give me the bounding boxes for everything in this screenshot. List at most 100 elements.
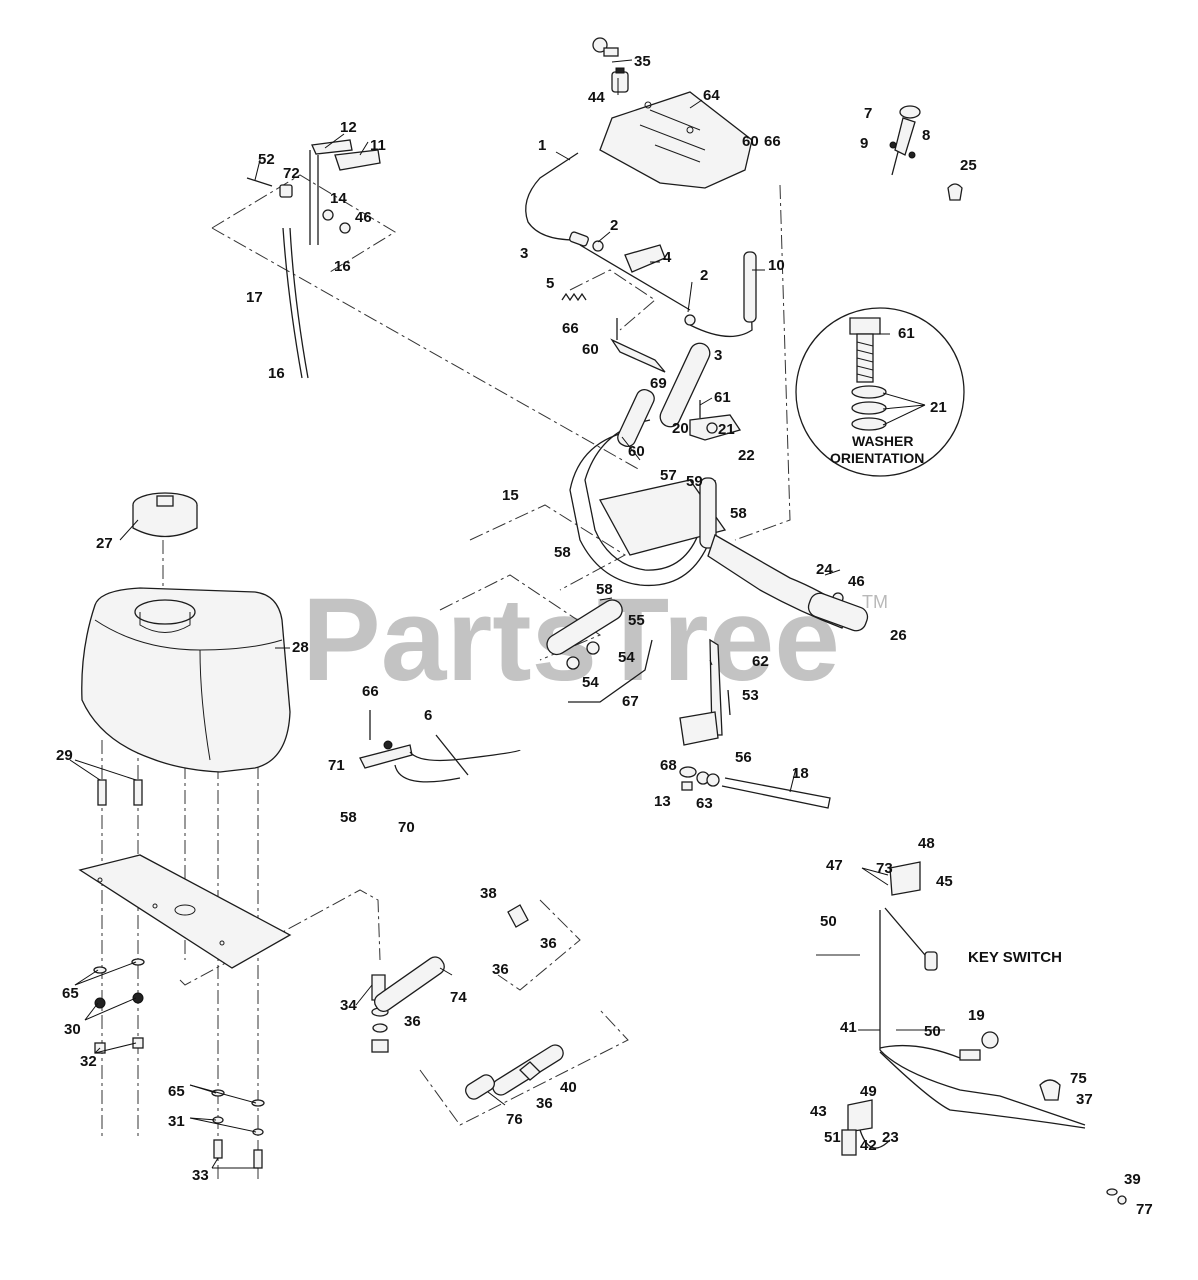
callout-5: 5 — [546, 275, 554, 292]
callout-77: 77 — [1136, 1201, 1153, 1218]
callout-41: 41 — [840, 1019, 857, 1036]
callout-61b: 61 — [898, 325, 915, 342]
callout-49: 49 — [860, 1083, 877, 1100]
callout-13: 13 — [654, 793, 671, 810]
callout-23: 23 — [882, 1129, 899, 1146]
callout-36b: 36 — [492, 961, 509, 978]
callout-70: 70 — [398, 819, 415, 836]
callout-36: 36 — [540, 935, 557, 952]
callout-47: 47 — [826, 857, 843, 874]
callout-58: 58 — [730, 505, 747, 522]
throttle-lever — [889, 105, 921, 176]
callout-37: 37 — [1076, 1091, 1093, 1108]
callout-38: 38 — [480, 885, 497, 902]
callout-21b: 21 — [930, 399, 947, 416]
callout-8: 8 — [922, 127, 930, 144]
callout-73: 73 — [876, 860, 893, 877]
callout-51: 51 — [824, 1129, 841, 1146]
callout-56: 56 — [735, 749, 752, 766]
callout-44: 44 — [588, 89, 605, 106]
handle-frame — [569, 388, 869, 632]
callout-9: 9 — [860, 135, 868, 152]
callout-66c: 66 — [362, 683, 379, 700]
callout-42: 42 — [860, 1137, 877, 1154]
ignition-key — [592, 37, 629, 93]
callout-67: 67 — [622, 693, 639, 710]
rod-18 — [679, 766, 831, 809]
callout-65b: 65 — [168, 1083, 185, 1100]
callout-40: 40 — [560, 1079, 577, 1096]
callout-54b: 54 — [582, 674, 599, 691]
spring — [561, 292, 587, 302]
callout-10: 10 — [768, 257, 785, 274]
callout-15: 15 — [502, 487, 519, 504]
washer-note-line2: ORIENTATION — [830, 450, 924, 466]
callout-57: 57 — [660, 467, 677, 484]
callout-59: 59 — [686, 473, 703, 490]
watermark-trademark: TM — [862, 592, 888, 612]
fuel-cap — [132, 492, 198, 538]
callout-60b: 60 — [582, 341, 599, 358]
callout-34: 34 — [340, 997, 357, 1014]
callout-55: 55 — [628, 612, 645, 629]
tank-hardware — [93, 779, 265, 1169]
washer-note-line1: WASHER — [852, 433, 913, 449]
callout-66: 66 — [764, 133, 781, 150]
callout-26: 26 — [890, 627, 907, 644]
callouts: 35 44 64 60 66 7 8 9 25 12 11 52 72 14 4… — [56, 53, 1153, 1218]
callout-52: 52 — [258, 151, 275, 168]
callout-22: 22 — [738, 447, 755, 464]
callout-14: 14 — [330, 190, 347, 207]
grip-20 — [659, 342, 711, 428]
callout-28: 28 — [292, 639, 309, 656]
callout-12: 12 — [340, 119, 357, 136]
callout-58b: 58 — [554, 544, 571, 561]
callout-2b: 2 — [700, 267, 708, 284]
callout-17: 17 — [246, 289, 263, 306]
callout-24: 24 — [816, 561, 833, 578]
callout-46: 46 — [355, 209, 372, 226]
callout-45: 45 — [936, 873, 953, 890]
fuel-tank — [81, 587, 291, 773]
callout-60: 60 — [742, 133, 759, 150]
callout-6: 6 — [424, 707, 432, 724]
callout-76: 76 — [506, 1111, 523, 1128]
callout-62: 62 — [752, 653, 769, 670]
callout-48: 48 — [918, 835, 935, 852]
callout-16b: 16 — [268, 365, 285, 382]
callout-25: 25 — [960, 157, 977, 174]
callout-7: 7 — [864, 105, 872, 122]
callout-20: 20 — [672, 420, 689, 437]
choke-cable — [359, 710, 521, 783]
callout-21: 21 — [718, 421, 735, 438]
bracket-69 — [610, 338, 666, 373]
clip-25 — [947, 183, 963, 201]
callout-2: 2 — [610, 217, 618, 234]
callout-1: 1 — [538, 137, 546, 154]
callout-58c: 58 — [596, 581, 613, 598]
callout-54: 54 — [618, 649, 635, 666]
callout-31: 31 — [168, 1113, 185, 1130]
callout-69: 69 — [650, 375, 667, 392]
callout-75: 75 — [1070, 1070, 1087, 1087]
callout-43: 43 — [810, 1103, 827, 1120]
callout-3: 3 — [520, 245, 528, 262]
lower-grips — [546, 599, 653, 703]
callout-50b: 50 — [924, 1023, 941, 1040]
callout-32: 32 — [80, 1053, 97, 1070]
callout-36c: 36 — [404, 1013, 421, 1030]
console-plate — [599, 91, 753, 189]
callout-4: 4 — [663, 249, 672, 266]
callout-66b: 66 — [562, 320, 579, 337]
callout-50: 50 — [820, 913, 837, 930]
callout-11: 11 — [370, 137, 386, 154]
callout-68: 68 — [660, 757, 677, 774]
callout-29: 29 — [56, 747, 73, 764]
lever-62 — [679, 638, 731, 746]
callout-3b: 3 — [714, 347, 722, 364]
hardware-39-77 — [1106, 1188, 1127, 1205]
callout-36d: 36 — [536, 1095, 553, 1112]
callout-16: 16 — [334, 258, 351, 275]
fuel-line-fittings — [371, 904, 564, 1100]
